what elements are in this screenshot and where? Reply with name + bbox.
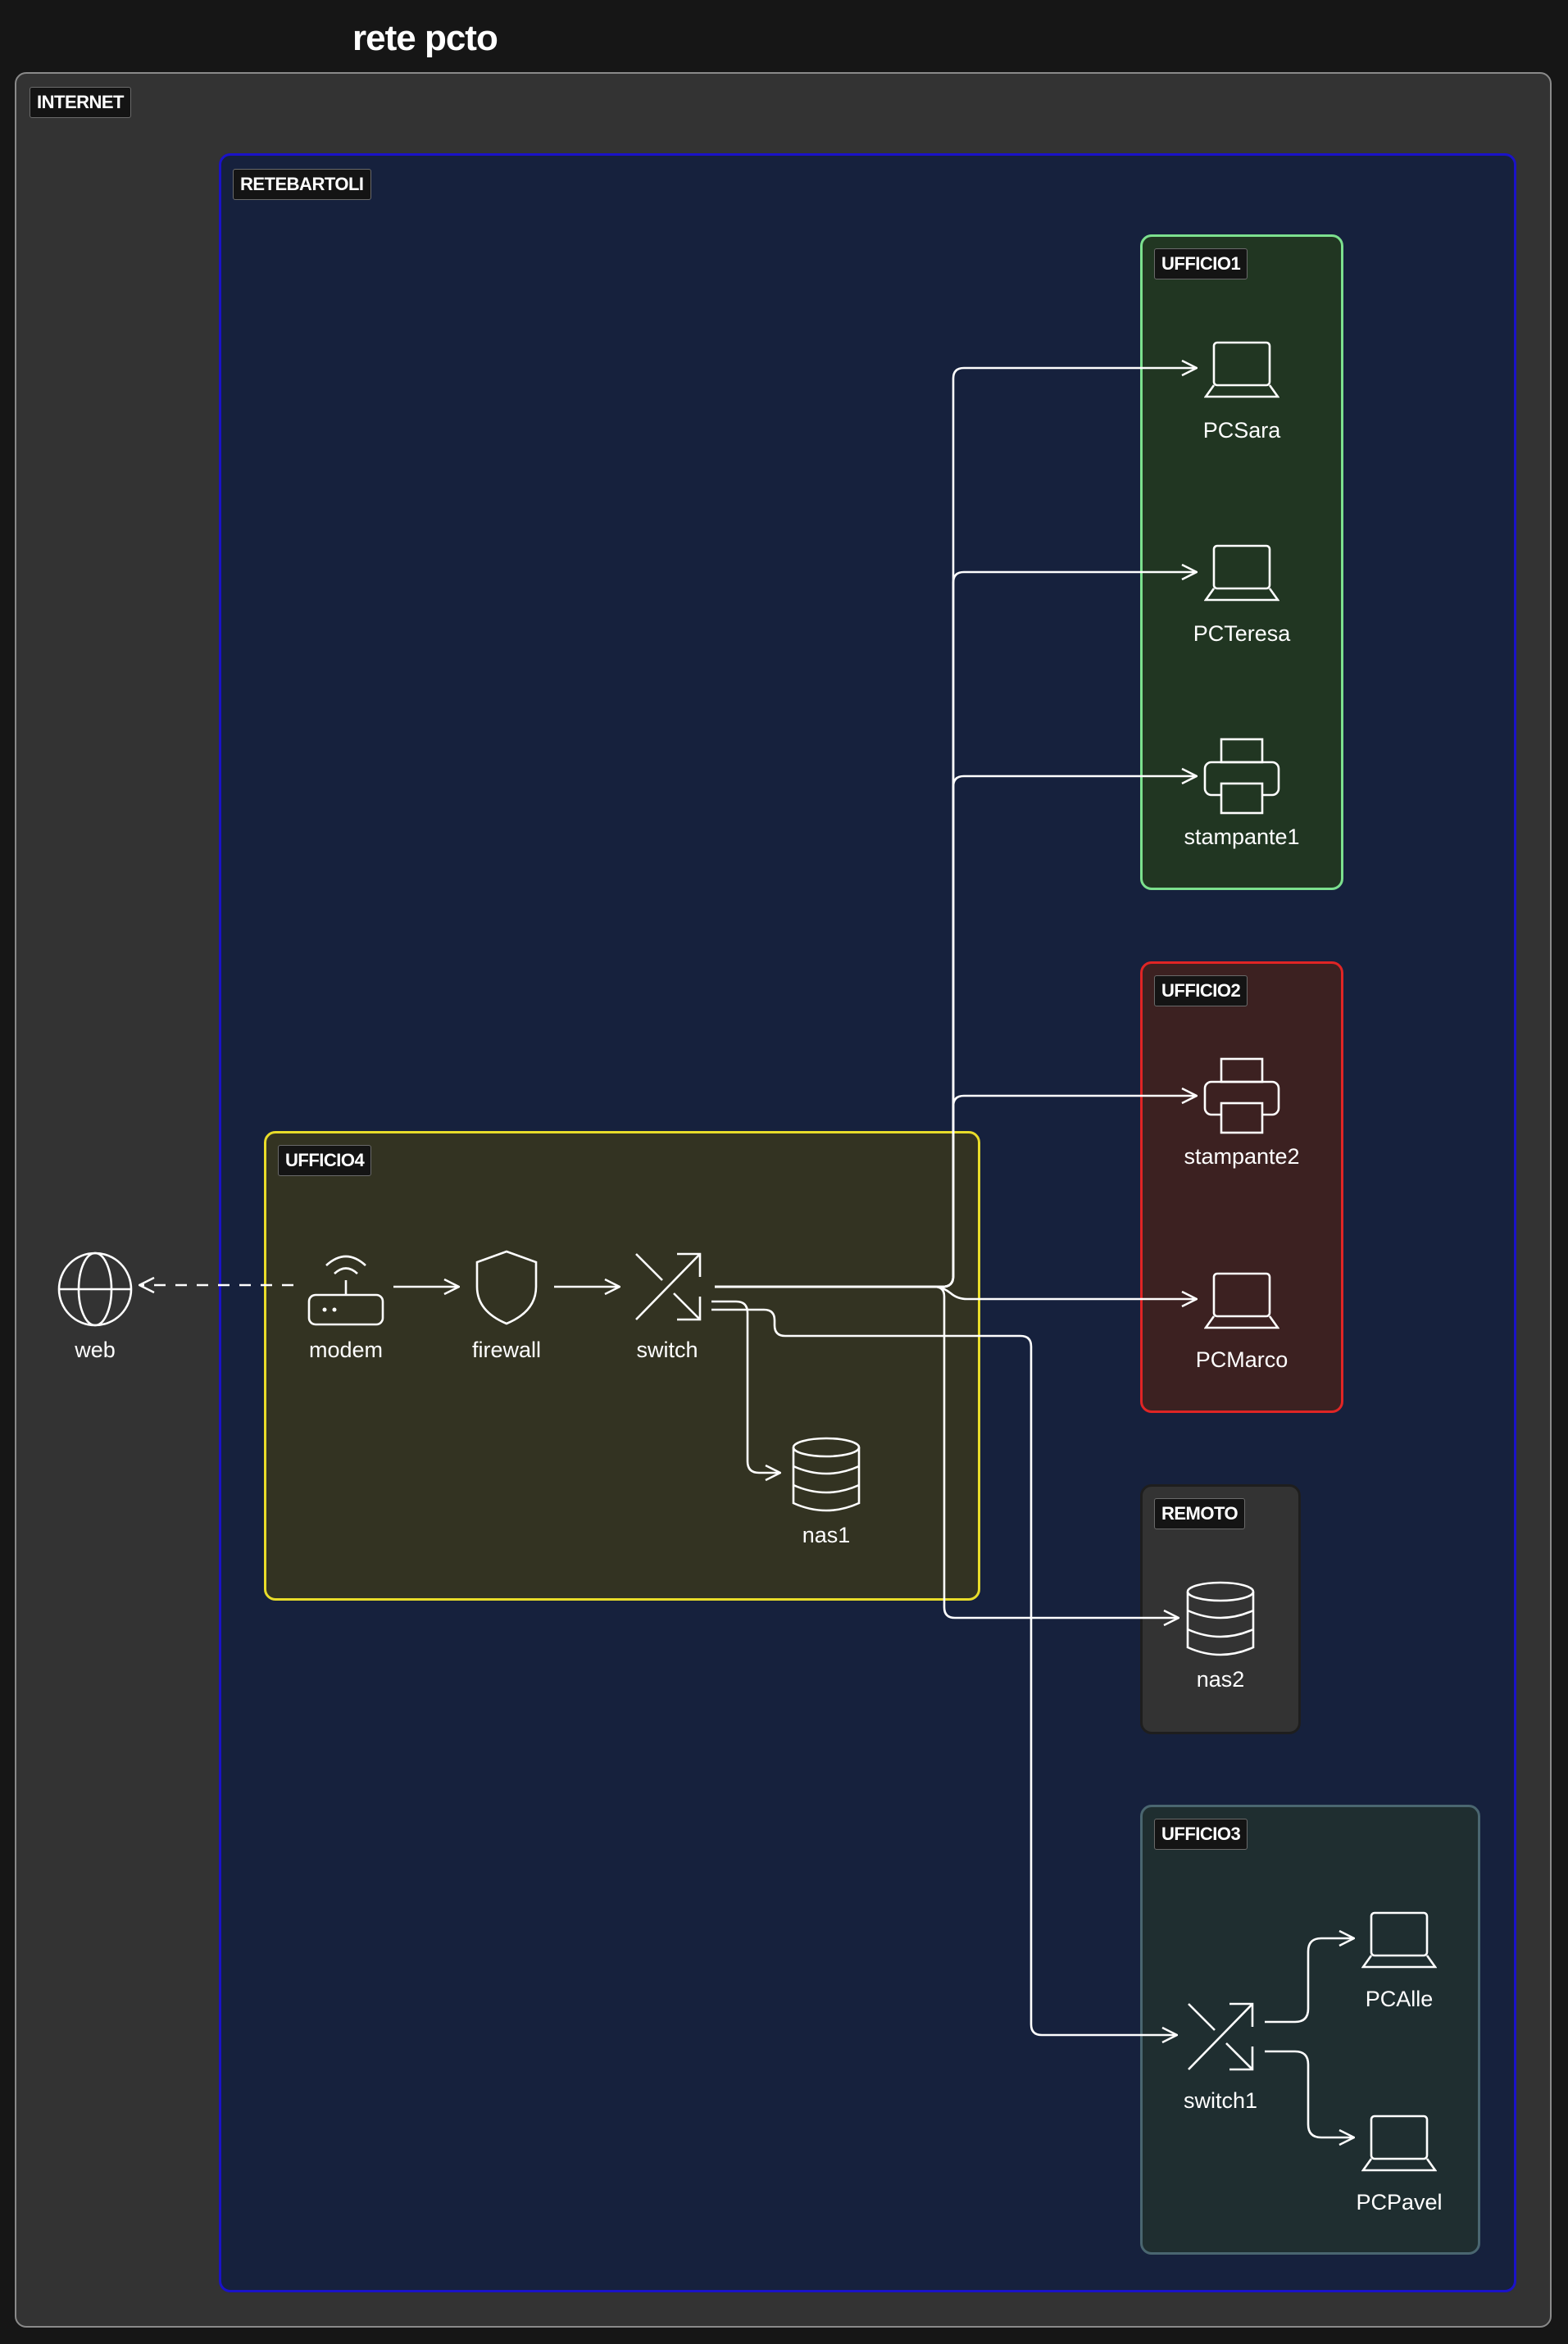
database-icon — [792, 1437, 861, 1512]
printer-icon — [1203, 738, 1280, 815]
shield-icon — [475, 1250, 538, 1325]
laptop-icon — [1204, 341, 1279, 398]
node-label-switch: switch — [636, 1338, 698, 1362]
node-switch1[interactable] — [1185, 2001, 1256, 2073]
group-label-ufficio3: UFFICIO3 — [1154, 1819, 1248, 1850]
node-label-pcsara: PCSara — [1202, 418, 1281, 443]
node-nas1[interactable] — [790, 1436, 862, 1515]
node-pcmarco[interactable] — [1204, 1270, 1279, 1331]
edge-switch-switch1 — [711, 1308, 1177, 2035]
group-ufficio1: UFFICIO1 — [1140, 234, 1343, 890]
edge-switch-pcteresa — [715, 572, 1197, 1288]
node-switch[interactable] — [633, 1251, 703, 1323]
edge-switch1-pcpavel — [1265, 2050, 1354, 2137]
group-label-retebartoli: RETEBARTOLI — [233, 169, 371, 200]
node-label-modem: modem — [308, 1338, 384, 1362]
group-ufficio3: UFFICIO3 — [1140, 1805, 1480, 2255]
node-nas2[interactable] — [1184, 1580, 1257, 1659]
group-label-ufficio1: UFFICIO1 — [1154, 248, 1248, 279]
node-label-pcmarco: PCMarco — [1195, 1347, 1288, 1372]
database-icon — [1186, 1581, 1255, 1656]
node-firewall[interactable] — [474, 1249, 539, 1326]
edge-switch-nas1 — [711, 1300, 780, 1473]
node-label-nas2: nas2 — [1196, 1667, 1245, 1692]
group-ufficio2: UFFICIO2 — [1140, 961, 1343, 1413]
node-modem[interactable] — [305, 1247, 387, 1329]
group-label-ufficio2: UFFICIO2 — [1154, 975, 1248, 1006]
node-label-stampante1: stampante1 — [1184, 824, 1300, 849]
edge-switch-nas2 — [715, 1285, 1179, 1618]
switch-icon — [1188, 2002, 1254, 2071]
node-label-pcalle: PCAlle — [1365, 1987, 1434, 2011]
group-label-ufficio4: UFFICIO4 — [278, 1145, 372, 1176]
group-remoto: REMOTO — [1140, 1484, 1301, 1734]
group-label-internet: INTERNET — [30, 87, 131, 118]
edge-switch-pcmarco — [715, 1285, 1197, 1299]
node-pcalle[interactable] — [1361, 1910, 1437, 1970]
node-label-pcpavel: PCPavel — [1356, 2190, 1443, 2215]
edge-switch-pcsara — [715, 368, 1197, 1288]
node-label-web: web — [75, 1338, 116, 1362]
node-label-firewall: firewall — [471, 1338, 542, 1362]
node-label-pcteresa: PCTeresa — [1193, 621, 1291, 646]
group-label-remoto: REMOTO — [1154, 1498, 1246, 1529]
laptop-icon — [1361, 2115, 1437, 2172]
edge-switch-stampante2 — [715, 1096, 1197, 1288]
globe-icon — [57, 1251, 133, 1327]
node-web[interactable] — [56, 1250, 134, 1329]
node-label-switch1: switch1 — [1183, 2088, 1258, 2113]
node-pcpavel[interactable] — [1361, 2113, 1437, 2174]
node-stampante1[interactable] — [1202, 736, 1282, 816]
node-stampante2[interactable] — [1202, 1056, 1282, 1136]
laptop-icon — [1204, 544, 1279, 602]
printer-icon — [1203, 1057, 1280, 1134]
router-icon — [307, 1255, 384, 1326]
laptop-icon — [1204, 1272, 1279, 1329]
node-pcteresa[interactable] — [1204, 543, 1279, 603]
laptop-icon — [1361, 1911, 1437, 1969]
node-label-stampante2: stampante2 — [1184, 1144, 1300, 1169]
diagram-title: rete pcto — [352, 18, 498, 58]
group-ufficio4: UFFICIO4 — [264, 1131, 980, 1601]
node-pcsara[interactable] — [1204, 339, 1279, 400]
switch-icon — [635, 1252, 702, 1321]
node-label-nas1: nas1 — [802, 1523, 851, 1547]
edge-switch-stampante1 — [715, 776, 1197, 1288]
edge-switch1-pcalle — [1265, 1938, 1354, 2024]
